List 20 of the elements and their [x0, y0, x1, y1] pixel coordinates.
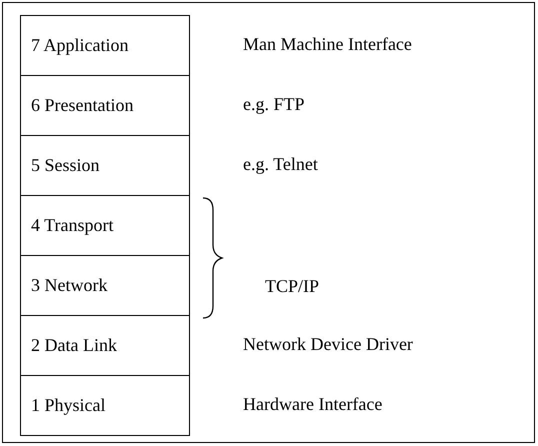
layer-description: Network Device Driver [243, 335, 413, 353]
layer-name: 5 Session [31, 154, 100, 177]
layer-box [20, 315, 190, 376]
layer-description: Hardware Interface [243, 395, 382, 413]
layer-description: e.g. Telnet [243, 155, 318, 173]
layer-box [20, 135, 190, 196]
layer-name: 1 Physical [31, 394, 106, 417]
layer-name: 2 Data Link [31, 334, 117, 357]
layer-box [20, 15, 190, 76]
layer-box [20, 255, 190, 316]
layer-description: e.g. FTP [243, 95, 305, 113]
protocol-label: TCP/IP [265, 277, 320, 295]
layer-name: 6 Presentation [31, 94, 134, 117]
layer-box [20, 375, 190, 436]
layer-name: 4 Transport [31, 214, 114, 237]
layer-box [20, 195, 190, 256]
layer-name: 3 Network [31, 274, 108, 297]
layer-name: 7 Application [31, 34, 128, 57]
layer-description: Man Machine Interface [243, 35, 412, 53]
layer-box [20, 75, 190, 136]
